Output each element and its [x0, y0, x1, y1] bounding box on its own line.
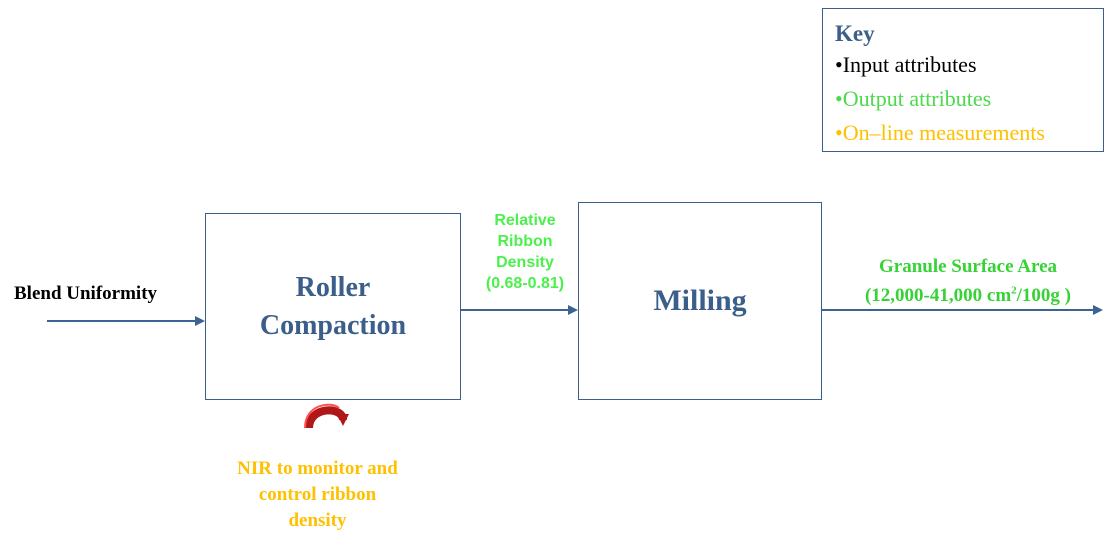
legend-key: Key •Input attributes •Output attributes… — [822, 8, 1104, 152]
roller-compaction-step: Roller Compaction — [205, 213, 461, 400]
legend-title: Key — [835, 21, 875, 46]
density-line2: Ribbon — [497, 233, 553, 250]
input-attribute-label: Blend Uniformity — [14, 283, 158, 304]
roller-compaction-label-line2: Compaction — [259, 309, 407, 341]
relative-ribbon-density-label: Relative Ribbon Density (0.68-0.81) — [470, 210, 580, 294]
nir-online-measurement-label: NIR to monitor and control ribbon densit… — [205, 456, 430, 534]
density-line1: Relative — [494, 212, 556, 229]
nir-line1: NIR to monitor and — [237, 458, 398, 479]
output-line1: Granule Surface Area — [878, 256, 1057, 277]
milling-step: Milling — [578, 202, 822, 400]
legend-item-output: •Output attributes — [835, 86, 992, 111]
milling-label: Milling — [653, 284, 747, 317]
nir-line3: density — [288, 510, 347, 531]
legend-item-input: •Input attributes — [835, 52, 977, 77]
density-line3: Density — [496, 254, 554, 271]
output-line2: (12,000-41,000 cm2/100g ) — [864, 284, 1072, 306]
nir-line2: control ribbon — [258, 484, 377, 505]
feedback-loop-icon — [304, 403, 349, 429]
legend-item-online: •On–line measurements — [835, 120, 1045, 145]
density-range: (0.68-0.81) — [485, 275, 565, 292]
granule-surface-area-label: Granule Surface Area (12,000-41,000 cm2/… — [838, 252, 1098, 310]
roller-compaction-label-line1: Roller — [295, 271, 371, 303]
